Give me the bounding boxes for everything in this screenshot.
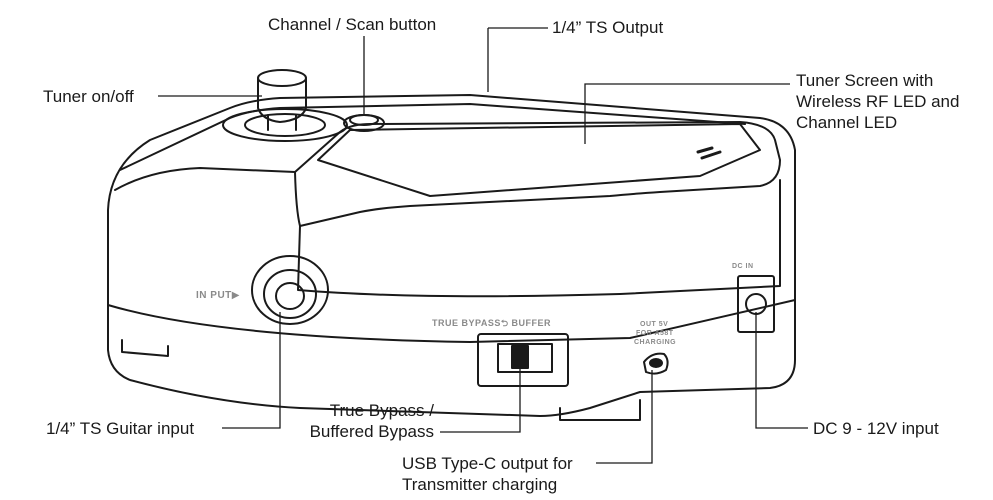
device-label-dc-in: DC IN <box>732 263 754 270</box>
callout-bypass-line2: Buffered Bypass <box>309 422 434 441</box>
callout-usb-line1: USB Type-C output for <box>402 454 573 473</box>
device-foot-right <box>559 399 641 421</box>
device-label-input: IN PUT▶ <box>196 290 240 301</box>
channel-button-top <box>349 114 379 126</box>
device-label-bypass: TRUE BYPASS⮌ BUFFER <box>432 318 551 328</box>
callout-tuner-onoff: Tuner on/off <box>43 87 134 106</box>
callout-bypass: True Bypass / Buffered Bypass <box>296 400 434 442</box>
tuner-knob-stem <box>267 114 297 131</box>
device-front-face-line <box>107 299 796 343</box>
callout-tuner-screen-line3: Channel LED <box>796 113 898 132</box>
callout-channel-scan: Channel / Scan button <box>268 15 437 34</box>
callout-tuner-screen-line2: Wireless RF LED and <box>796 92 960 111</box>
device-front-bevel <box>114 167 296 191</box>
device-label-out-1: OUT 5V <box>640 321 668 328</box>
callout-usb-line2: Transmitter charging <box>402 475 558 494</box>
leader-bypass <box>440 364 521 433</box>
usb-port-hole <box>649 358 663 368</box>
device-foot-left <box>121 339 169 357</box>
leader-tuner-screen <box>584 83 790 144</box>
tuner-knob-base <box>222 108 348 142</box>
leader-dc <box>755 312 808 429</box>
leader-ts-output <box>487 27 548 92</box>
input-jack-nut <box>251 255 329 325</box>
screen-block-side <box>297 179 781 298</box>
tuner-screen-block <box>294 121 781 227</box>
callout-usb: USB Type-C output for Transmitter chargi… <box>402 453 573 495</box>
leader-guitar-input <box>222 312 281 429</box>
callout-bypass-line1: True Bypass / <box>329 401 434 420</box>
tuner-screen-glass <box>317 123 761 197</box>
callout-guitar-input: 1/4” TS Guitar input <box>46 419 195 438</box>
callout-tuner-screen: Tuner Screen with Wireless RF LED and Ch… <box>796 70 959 133</box>
tuner-knob-top <box>257 69 307 87</box>
callout-tuner-screen-line1: Tuner Screen with <box>796 71 934 90</box>
bypass-switch-slot <box>497 343 553 373</box>
device-body-outline <box>107 94 796 417</box>
input-jack-ring <box>263 269 317 319</box>
tuner-knob-ring <box>244 113 326 137</box>
device-label-out-3: CHARGING <box>634 339 676 346</box>
bypass-switch-housing <box>477 333 569 387</box>
tuner-knob-cap <box>257 77 307 123</box>
screen-logo-mark <box>696 146 722 160</box>
callout-dc-input: DC 9 - 12V input <box>813 419 939 438</box>
input-jack-hole <box>275 282 305 310</box>
leader-usb <box>596 370 653 464</box>
device-label-out-2: FOR A58T <box>636 330 674 337</box>
usb-port <box>643 352 669 375</box>
callout-ts-output: 1/4” TS Output <box>552 18 664 37</box>
dc-input-hole <box>745 293 767 315</box>
